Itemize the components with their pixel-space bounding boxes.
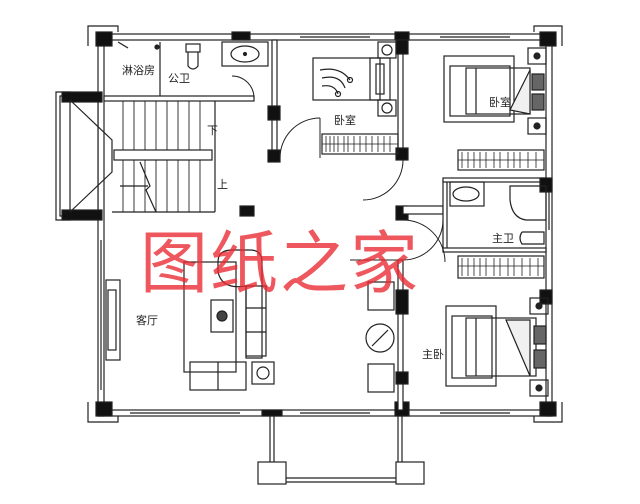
bedroom-1-furniture <box>312 41 399 155</box>
master-bedroom-furniture <box>445 297 549 397</box>
stair-down-label: 下 <box>207 124 218 137</box>
living-room-furniture <box>105 205 395 393</box>
balcony <box>257 416 425 485</box>
interior-walls <box>103 39 553 411</box>
room-label-master-bedroom: 主卧 <box>422 348 444 361</box>
doors <box>231 75 446 263</box>
room-label-master-bath: 主卫 <box>492 232 514 245</box>
room-label-bedroom-2: 卧室 <box>489 96 511 109</box>
room-label-living-room: 客厅 <box>136 314 158 327</box>
public-bath-fixtures <box>117 41 269 96</box>
stair-up-label: 上 <box>217 178 228 191</box>
room-label-shower: 淋浴房 <box>122 64 155 77</box>
bedroom-2-furniture <box>443 47 547 171</box>
stairwell <box>55 91 216 221</box>
master-bath-fixtures <box>449 181 547 279</box>
room-label-bedroom-1: 卧室 <box>334 114 356 127</box>
exterior-walls <box>87 25 563 423</box>
room-label-public-bath: 公卫 <box>168 72 190 85</box>
